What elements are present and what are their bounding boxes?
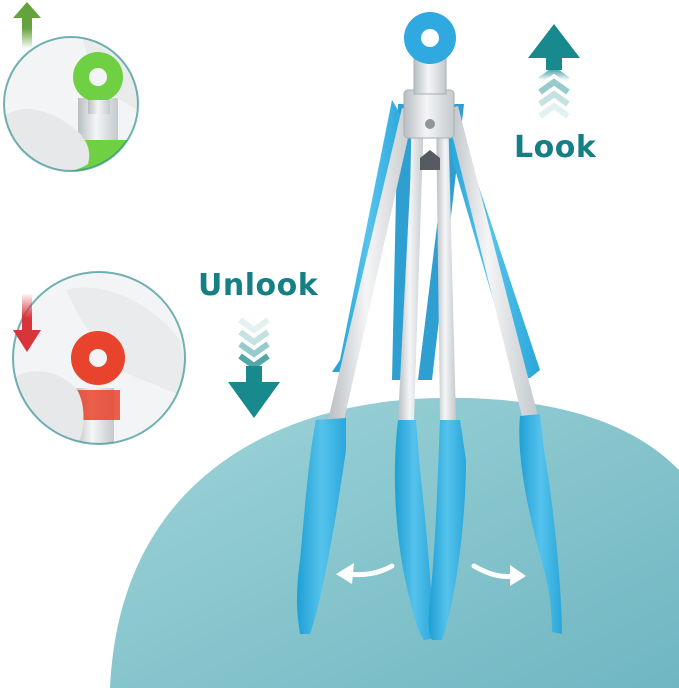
tip-3 [428,420,466,640]
tongs [297,12,562,640]
arrow-down-icon [13,294,41,352]
arrow-up-icon [528,24,580,119]
unlock-detail-inset [12,271,186,445]
tip-4 [519,414,562,634]
lock-label: Look [514,130,597,165]
hinge-block [403,89,455,139]
hinge-rivet [425,119,435,129]
tip-1 [297,418,346,634]
steel-arm-2 [398,110,424,420]
steel-arm-1 [328,108,414,420]
steel-arm-4 [446,106,538,416]
silicone-blade-left [332,100,404,372]
unlock-label: Unlook [198,268,319,303]
backdrop-shape [110,397,679,688]
arrow-down-icon [228,317,280,418]
arrow-up-icon [13,2,41,48]
tip-2 [394,420,434,640]
steel-arm-3 [436,110,456,420]
